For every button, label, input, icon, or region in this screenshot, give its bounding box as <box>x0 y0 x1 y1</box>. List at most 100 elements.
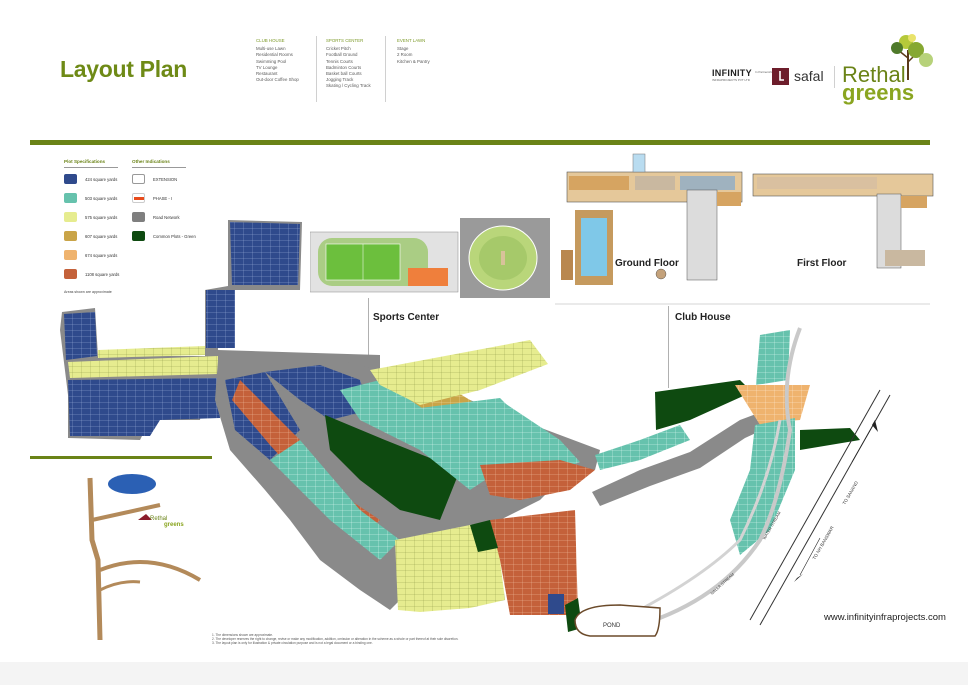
amenity-item: TV Lounge <box>256 64 278 70</box>
road <box>91 503 161 522</box>
legend-swatch <box>64 250 77 260</box>
highway-edge <box>749 389 881 621</box>
to-sanand-label: TO SANAND <box>842 480 860 506</box>
sports-center-plan <box>310 218 550 298</box>
common-green-east <box>655 380 752 430</box>
legend-swatch <box>132 174 145 184</box>
pond <box>574 604 661 637</box>
amenity-item: Badminton Courts <box>326 64 362 70</box>
plots-424-west <box>64 312 97 360</box>
website-link[interactable]: www.infinityinfraprojects.com <box>824 612 946 623</box>
legend-plot-575: 575 square yards <box>64 212 117 222</box>
amenity-item: Restaurant <box>256 71 278 77</box>
amenity-item: Multi-use Lawn <box>256 46 286 52</box>
callout-line <box>668 306 669 388</box>
divider <box>834 66 835 88</box>
road <box>99 580 141 592</box>
disclaimer-line: 3. The layout plan is only for illustrat… <box>212 641 373 645</box>
tree-icon <box>891 34 933 80</box>
page-title: Layout Plan <box>60 56 188 82</box>
entrance-icon <box>655 268 667 280</box>
common-green-central <box>325 415 460 520</box>
arrow-up-icon <box>872 420 878 432</box>
plots-503-road <box>595 425 690 470</box>
legend-common-green: Common Plots - Green <box>132 231 196 241</box>
plots-424-central <box>265 365 370 420</box>
amenity-item: 2 Room <box>397 52 413 58</box>
water-stream <box>639 327 802 627</box>
legend-plot-1108: 1108 square yards <box>64 269 119 279</box>
nalla-stream-label: NALLA STREAM <box>709 572 735 596</box>
footer-band <box>0 662 968 685</box>
legend-plot-424: 424 square yards <box>64 174 117 184</box>
clubhouse-floor-plans: Ground Floor First Floor <box>555 150 934 305</box>
legend-swatch <box>132 193 145 203</box>
amenities-event-lawn: EVENT LAWN Stage 2 Room Kitchen & Pantry <box>397 38 430 65</box>
plots-503-strip <box>420 398 512 418</box>
amenity-item: Residential Rooms <box>256 52 293 58</box>
plots-674 <box>735 385 810 425</box>
site-marker-icon <box>138 514 152 520</box>
legend-phase-1: PHASE - I <box>132 193 172 203</box>
location-map: Rethal greens <box>87 474 202 640</box>
common-green <box>800 428 860 450</box>
to-nh-banswar-label: TO NH BANSWAR <box>812 525 836 561</box>
amenity-item: Skating / Cycling Track <box>326 83 371 89</box>
pond-label: POND <box>603 623 621 629</box>
inset-divider <box>30 456 212 459</box>
amenity-item: Basket ball Courts <box>326 71 362 77</box>
safal-mark-icon <box>772 68 789 85</box>
room <box>757 177 877 189</box>
legend-swatch <box>64 174 77 184</box>
amenity-item: Jogging Track <box>326 77 354 83</box>
sports-center-label: Sports Center <box>373 312 440 323</box>
road <box>99 560 202 582</box>
plots-575-strip <box>98 346 205 358</box>
divider <box>64 167 118 168</box>
wing <box>686 189 718 281</box>
disclaimer-line: 1. The dimensions shown are approximate. <box>212 633 273 637</box>
club-house-label: Club House <box>675 312 731 323</box>
location-greens: greens <box>164 522 184 528</box>
callout-line <box>368 298 369 380</box>
legend-extension: EXTENSION <box>132 174 177 184</box>
room <box>561 250 573 280</box>
lake <box>108 474 156 494</box>
amenity-item: Kitchen & Pantry <box>397 58 430 64</box>
tennis-courts <box>408 268 448 286</box>
legend-swatch <box>132 212 145 222</box>
other-indications-heading: Other Indications <box>132 159 170 164</box>
pool-deck <box>632 153 646 173</box>
room <box>901 196 927 208</box>
amenities-heading: EVENT LAWN <box>397 38 426 43</box>
legend-note: Areas shown are approximate <box>64 290 112 294</box>
arrow-down-icon <box>799 537 821 576</box>
amenity-item: Swimming Pool <box>256 58 287 64</box>
legend-plot-607: 607 square yards <box>64 231 117 241</box>
amenity-item: Tennis Courts <box>326 58 353 64</box>
legend-road-network: Road Network <box>132 212 180 222</box>
room <box>717 192 741 206</box>
legend-swatch <box>64 193 77 203</box>
legend-plot-503: 503 square yards <box>64 193 117 203</box>
amenities-heading: SPORTS CENTER <box>326 38 364 43</box>
legend-plot-674: 674 square yards <box>64 250 117 260</box>
room <box>569 176 629 190</box>
legend-swatch <box>64 269 77 279</box>
room <box>680 176 735 190</box>
plots-424-southwest <box>68 378 220 436</box>
partnership-text: In Partnership <box>755 70 774 74</box>
plots-503-northeast <box>756 330 790 385</box>
plots-575-strip <box>68 356 218 378</box>
highway <box>87 477 103 640</box>
rethal-greens-logo: Rethal greens <box>842 62 915 105</box>
plot-spec-heading: Plot Specifications <box>64 159 106 164</box>
disclaimer-line: 2. The developer reserves the right to c… <box>212 637 459 641</box>
header-divider <box>30 140 930 145</box>
plots-575-north <box>370 340 548 405</box>
room <box>885 250 925 266</box>
disclaimer: 1. The dimensions shown are approximate.… <box>212 633 632 645</box>
nalla-stream <box>619 419 782 622</box>
room <box>635 176 675 190</box>
